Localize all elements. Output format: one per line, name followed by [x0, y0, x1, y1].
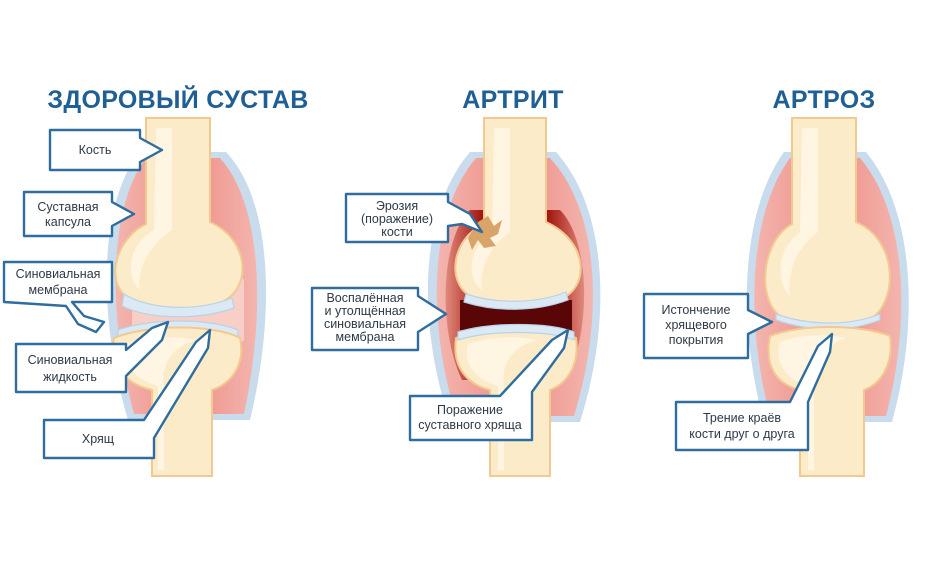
svg-text:мембрана: мембрана — [29, 283, 88, 297]
svg-text:Поражение: Поражение — [437, 403, 503, 417]
panel-title-healthy: ЗДОРОВЫЙ СУСТАВ — [47, 84, 308, 114]
label-inflamed-membrane: Воспалённая и утолщённая синовиальная ме… — [310, 286, 448, 352]
label-cartilage-thinning: Истончение хрящевого покрытия — [642, 292, 774, 360]
label-bone-erosion: Эрозия (поражение) кости — [344, 192, 484, 244]
svg-text:Синовиальная: Синовиальная — [16, 267, 101, 281]
label-synovial-fluid: Синовиальная жидкость — [14, 320, 170, 394]
svg-text:(поражение): (поражение) — [361, 212, 433, 226]
svg-text:Синовиальная: Синовиальная — [28, 353, 113, 367]
label-synovial-membrane: Синовиальная мембрана — [2, 260, 114, 334]
panel-arthritis: АРТРИТ Эрозия (поражение) кости Воспалён… — [310, 86, 601, 477]
panel-title-arthrosis: АРТРОЗ — [773, 86, 876, 114]
label-bone: Кость — [48, 128, 164, 172]
svg-text:Воспалённая: Воспалённая — [326, 291, 403, 305]
cartilage-upper — [121, 293, 235, 318]
svg-text:Хрящ: Хрящ — [82, 432, 114, 446]
svg-text:Кость: Кость — [79, 143, 112, 157]
panel-arthrosis: АРТРОЗ Истончение хрящевого покрытия Тре… — [642, 86, 909, 477]
panel-healthy: ЗДОРОВЫЙ СУСТАВ Кость Суставная капсула — [2, 84, 308, 477]
label-bone-friction: Трение краёв кости друг о друга — [674, 332, 834, 452]
svg-text:Эрозия: Эрозия — [376, 199, 418, 213]
panel-title-arthritis: АРТРИТ — [462, 86, 563, 114]
svg-text:Истончение: Истончение — [662, 303, 731, 317]
label-cartilage-damage: Поражение суставного хряща — [408, 328, 570, 442]
svg-text:хрящевого: хрящевого — [665, 318, 727, 332]
svg-text:кости друг о друга: кости друг о друга — [689, 427, 794, 441]
svg-text:кости: кости — [381, 225, 413, 239]
svg-text:суставного хряща: суставного хряща — [418, 418, 521, 432]
thin-cartilage — [775, 313, 881, 330]
label-joint-capsule: Суставная капсула — [22, 190, 136, 238]
svg-text:и утолщённая: и утолщённая — [324, 304, 405, 318]
svg-text:Суставная: Суставная — [37, 200, 98, 214]
svg-text:Трение краёв: Трение краёв — [703, 411, 781, 425]
svg-text:покрытия: покрытия — [669, 333, 724, 347]
svg-text:синовиальная: синовиальная — [324, 317, 406, 331]
svg-text:капсула: капсула — [45, 215, 91, 229]
svg-text:мембрана: мембрана — [336, 330, 395, 344]
svg-text:жидкость: жидкость — [43, 370, 97, 384]
label-cartilage: Хрящ — [42, 328, 212, 460]
